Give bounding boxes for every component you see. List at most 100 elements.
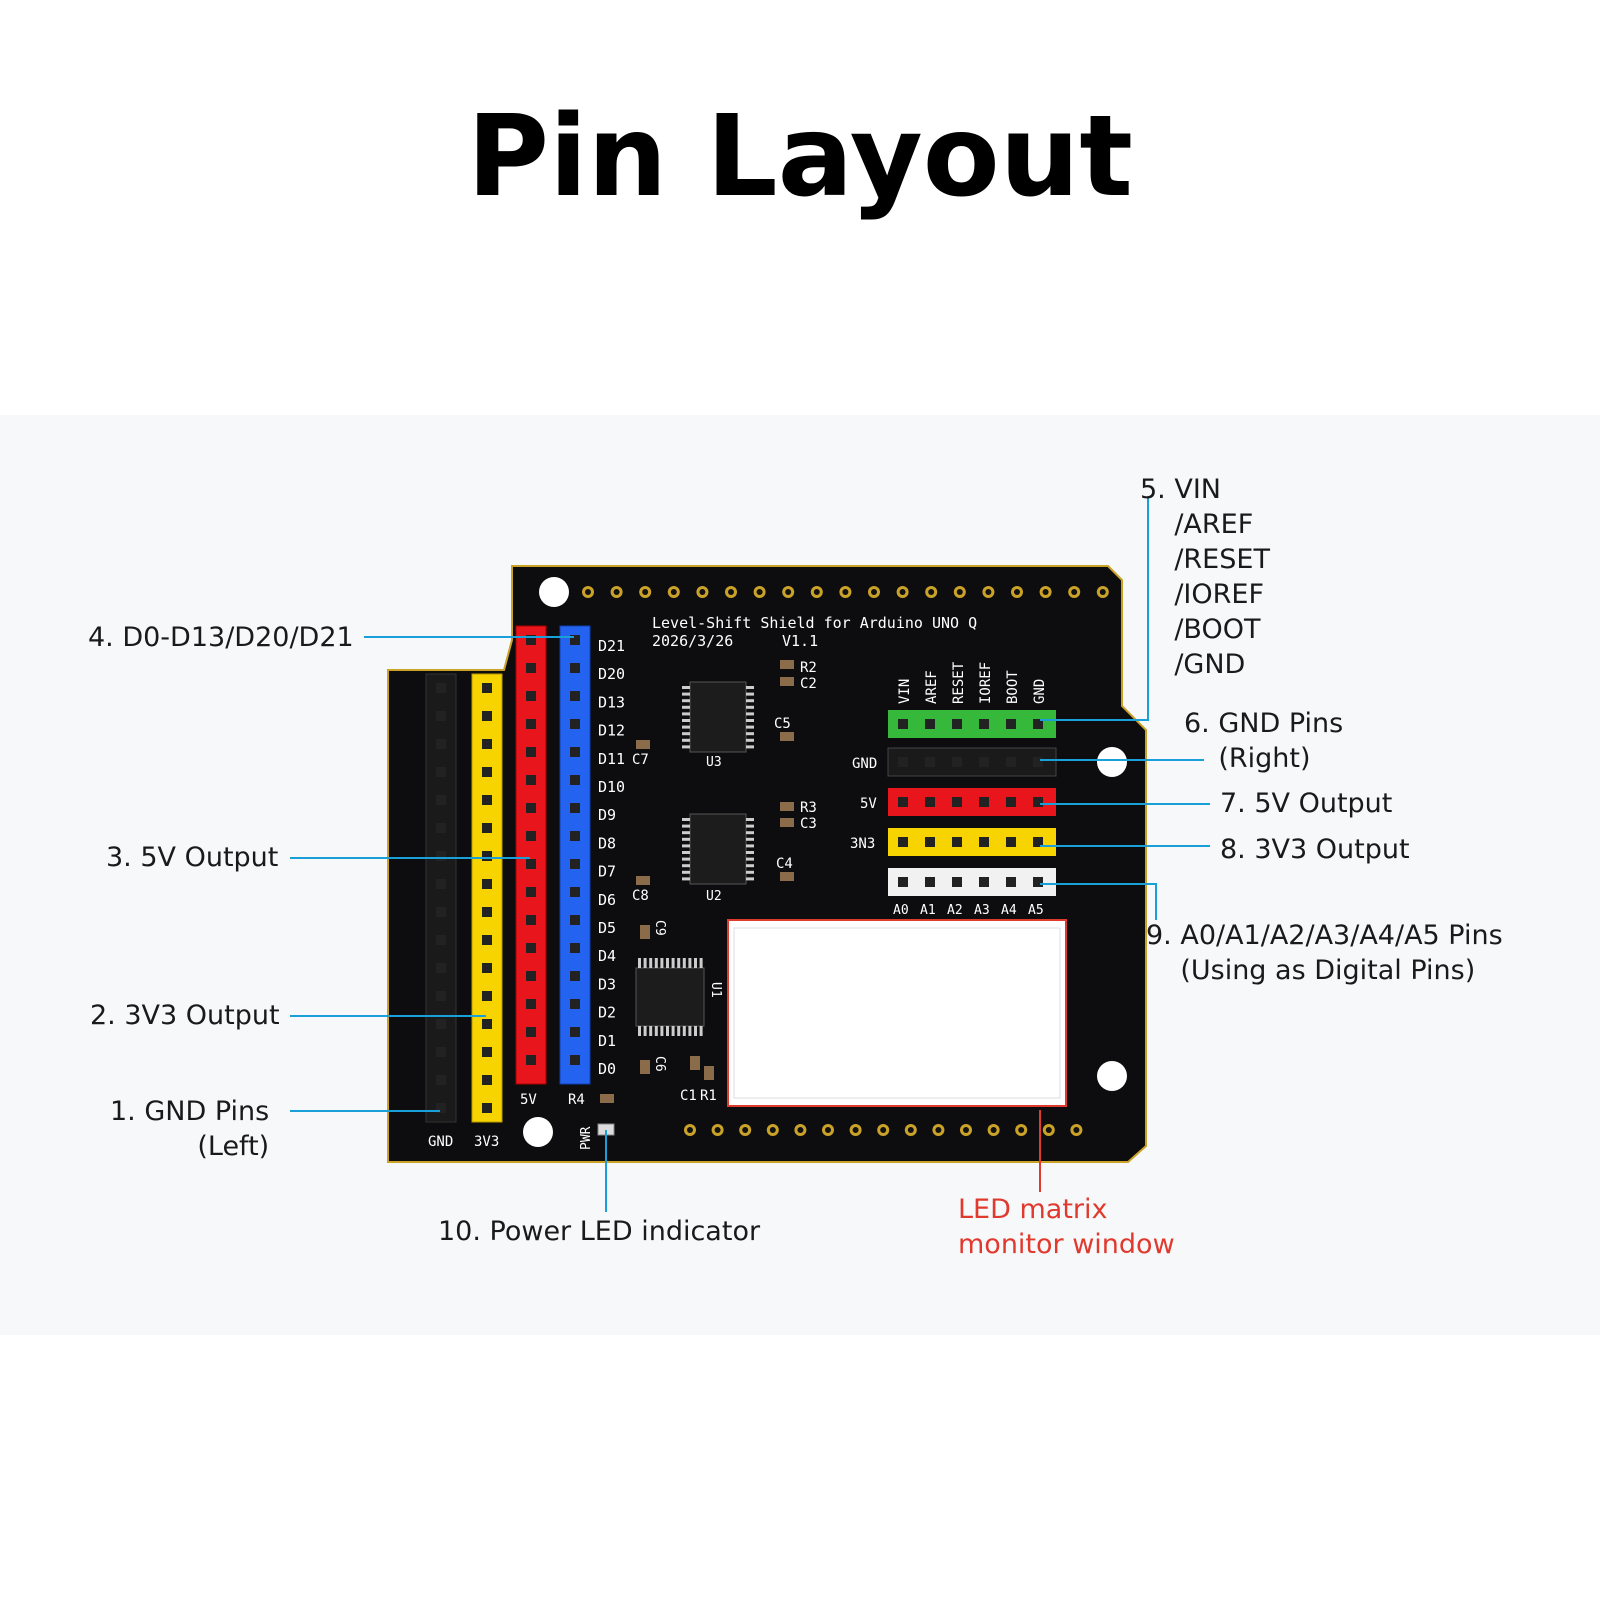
header-pin xyxy=(1033,757,1043,767)
header-pin xyxy=(526,1027,536,1037)
gnd-header-right xyxy=(887,747,1057,777)
mounting-hole-right-upper xyxy=(1097,747,1127,777)
digital-pin-label: D20 xyxy=(598,665,625,683)
comp-c9: C9 xyxy=(652,920,667,936)
mounting-hole-top-left xyxy=(539,577,569,607)
header-pin xyxy=(436,879,446,889)
header-pin xyxy=(979,877,989,887)
comp-c8: C8 xyxy=(632,888,649,904)
digital-pin-label: D3 xyxy=(598,975,616,993)
header-pin xyxy=(526,691,536,701)
header-pin xyxy=(925,719,935,729)
comp-c2: C2 xyxy=(800,676,817,692)
digital-pin-label: D11 xyxy=(598,750,625,768)
digital-pin-label: D4 xyxy=(598,947,616,965)
header-pin xyxy=(898,797,908,807)
header-pin xyxy=(482,1103,492,1113)
digital-pin-label: D12 xyxy=(598,722,625,740)
header-pin xyxy=(436,683,446,693)
header-pin xyxy=(570,1027,580,1037)
header-pin xyxy=(570,1055,580,1065)
board-version: V1.1 xyxy=(782,632,818,650)
header-pin xyxy=(526,663,536,673)
header-pin xyxy=(925,797,935,807)
header-pin xyxy=(979,757,989,767)
digital-pin-label: D13 xyxy=(598,693,625,711)
top-header-holes xyxy=(582,586,1109,598)
header-pin xyxy=(898,837,908,847)
label-5v-output-left: 3. 5V Output xyxy=(106,842,279,873)
label-gnd-left: GND xyxy=(428,1134,453,1150)
label-led-matrix-window: LED matrix monitor window xyxy=(958,1194,1175,1260)
power-pin-label: BOOT xyxy=(1005,670,1021,704)
v5-header-right xyxy=(888,788,1056,816)
bottom-header-holes xyxy=(684,1124,1083,1136)
header-pin xyxy=(1006,877,1016,887)
header-pin xyxy=(898,719,908,729)
header-pin xyxy=(570,915,580,925)
header-pin xyxy=(952,877,962,887)
header-pin xyxy=(526,747,536,757)
analog-pin-label: A2 xyxy=(947,903,963,918)
comp-c7: C7 xyxy=(632,752,649,768)
header-pin xyxy=(526,803,536,813)
header-pin xyxy=(482,711,492,721)
chip-u2 xyxy=(689,813,747,885)
header-pin xyxy=(952,719,962,729)
analog-pin-label: A4 xyxy=(1001,903,1017,918)
label-5v-output-right: 7. 5V Output xyxy=(1220,788,1393,819)
header-pin xyxy=(436,907,446,917)
digital-pin-label: D5 xyxy=(598,919,616,937)
header-pin xyxy=(925,837,935,847)
header-pin xyxy=(436,935,446,945)
header-pin xyxy=(482,851,492,861)
header-pin xyxy=(436,963,446,973)
digital-pin-label: D7 xyxy=(598,863,616,881)
header-pin xyxy=(570,999,580,1009)
header-pin xyxy=(482,1075,492,1085)
comp-u1: U1 xyxy=(708,982,723,998)
label-3v3-output-left: 2. 3V3 Output xyxy=(90,1000,280,1031)
label-3v3-left: 3V3 xyxy=(474,1134,499,1150)
header-pin xyxy=(925,877,935,887)
header-pin xyxy=(436,1047,446,1057)
label-power-led: 10. Power LED indicator xyxy=(438,1216,761,1247)
power-pin-label: VIN xyxy=(897,679,913,704)
header-pin xyxy=(526,999,536,1009)
header-pin xyxy=(570,635,580,645)
header-pin xyxy=(436,767,446,777)
power-pin-label: AREF xyxy=(924,670,940,704)
header-pin xyxy=(526,943,536,953)
header-pin xyxy=(898,757,908,767)
header-pin xyxy=(570,971,580,981)
analog-header xyxy=(888,868,1056,896)
mounting-hole-right-lower xyxy=(1097,1061,1127,1091)
label-pwr: PWR xyxy=(579,1126,594,1150)
header-pin xyxy=(526,1055,536,1065)
header-pin xyxy=(482,1047,492,1057)
label-analog-pins: 9. A0/A1/A2/A3/A4/A5 Pins (Using as Digi… xyxy=(1146,920,1503,986)
analog-pin-label: A1 xyxy=(920,903,936,918)
label-5v-left: 5V xyxy=(520,1092,537,1108)
header-pin xyxy=(436,1075,446,1085)
header-pin xyxy=(436,739,446,749)
mounting-hole-bottom-left xyxy=(523,1117,553,1147)
header-pin xyxy=(925,757,935,767)
header-pin xyxy=(526,635,536,645)
digital-pin-label: D6 xyxy=(598,891,616,909)
label-3v3-output-right: 8. 3V3 Output xyxy=(1220,834,1410,865)
header-pin xyxy=(482,739,492,749)
header-pin xyxy=(1006,797,1016,807)
chip-u3 xyxy=(689,681,747,753)
header-pin xyxy=(1006,757,1016,767)
comp-c4: C4 xyxy=(776,856,793,872)
header-pin xyxy=(482,963,492,973)
header-pin xyxy=(952,797,962,807)
digital-pin-label: D8 xyxy=(598,834,616,852)
header-pin xyxy=(1006,837,1016,847)
header-pin xyxy=(482,991,492,1001)
header-pin xyxy=(526,859,536,869)
header-pin xyxy=(482,879,492,889)
header-pin xyxy=(570,719,580,729)
